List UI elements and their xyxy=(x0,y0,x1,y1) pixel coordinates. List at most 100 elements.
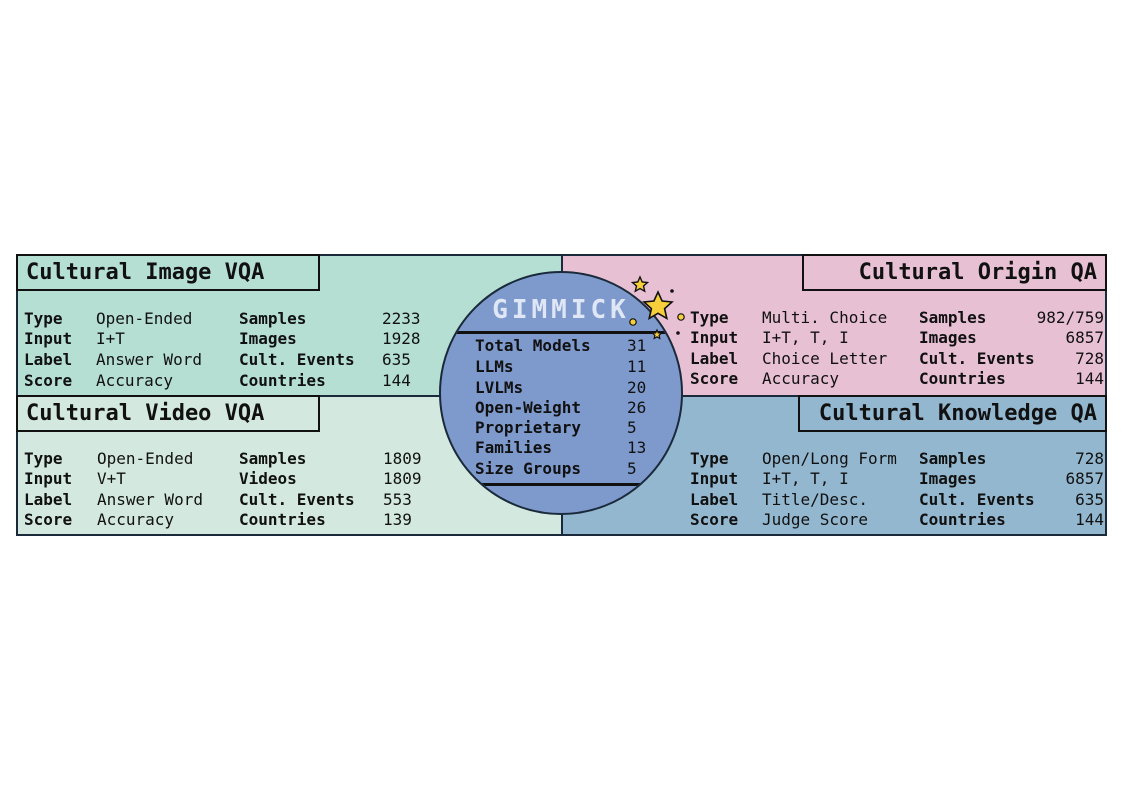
stat-key: Samples xyxy=(239,449,307,468)
stat-key: Score xyxy=(24,371,73,390)
center-row-label: Size Groups xyxy=(475,459,581,478)
origin-qa-title: Cultural Origin QA xyxy=(802,254,1107,291)
stat-value: Title/Desc. xyxy=(762,490,868,509)
stat-value: 1928 xyxy=(382,329,421,348)
stats-row: Input I+T, T, I Images 6857 xyxy=(690,328,1104,348)
stat-key: Countries xyxy=(239,371,326,390)
stat-key: Label xyxy=(24,490,73,509)
stats-row: Label Choice Letter Cult. Events 728 xyxy=(690,349,1104,369)
image-vqa-title: Cultural Image VQA xyxy=(16,254,320,291)
stat-value: 1809 xyxy=(383,469,422,488)
stat-key: Countries xyxy=(919,510,1006,529)
gimmick-overview-figure: Cultural Image VQA Cultural Video VQA Cu… xyxy=(16,254,1107,536)
stat-value: 728 xyxy=(1075,449,1104,468)
stat-value: I+T, T, I xyxy=(762,469,849,488)
stats-row: Score Accuracy Countries 144 xyxy=(690,369,1104,389)
stat-value: I+T xyxy=(96,329,125,348)
stat-value: Accuracy xyxy=(97,510,175,529)
stat-value: 139 xyxy=(383,510,412,529)
stat-value: 2233 xyxy=(382,309,421,328)
stat-value: 144 xyxy=(1075,369,1104,388)
stat-key: Samples xyxy=(919,308,987,327)
stat-value: Open-Ended xyxy=(97,449,194,468)
center-row-value: 31 xyxy=(627,336,647,355)
center-row-label: LVLMs xyxy=(475,378,524,397)
star-icon xyxy=(642,290,674,321)
center-row-label: Open-Weight xyxy=(475,398,581,417)
center-row: Families 13 xyxy=(475,438,655,458)
stat-value: Open-Ended xyxy=(96,309,193,328)
center-row-value: 20 xyxy=(627,378,647,397)
stat-value: 982/759 xyxy=(1036,308,1104,327)
star-icon xyxy=(651,328,663,340)
center-row-value: 13 xyxy=(627,438,647,457)
stat-value: I+T, T, I xyxy=(762,328,849,347)
stat-value: 144 xyxy=(1075,510,1104,529)
video-vqa-stats: Type Open-Ended Samples 1809 Input V+T V… xyxy=(24,449,434,533)
stats-row: Score Judge Score Countries 144 xyxy=(690,510,1104,530)
center-row-value: 11 xyxy=(627,357,647,376)
gimmick-center-circle: GIMMICK Total Models 31 LLMs 11 LVLMs 20… xyxy=(439,271,683,515)
star-icon xyxy=(630,275,650,293)
stat-key: Type xyxy=(24,309,63,328)
stat-key: Images xyxy=(239,329,297,348)
video-vqa-title: Cultural Video VQA xyxy=(16,395,320,432)
center-top-rule xyxy=(441,331,681,334)
stat-value: Multi. Choice xyxy=(762,308,888,327)
stat-value: Judge Score xyxy=(762,510,868,529)
stat-key: Score xyxy=(690,510,739,529)
stat-key: Input xyxy=(24,329,73,348)
stat-key: Score xyxy=(690,369,739,388)
stat-key: Countries xyxy=(239,510,326,529)
stat-key: Label xyxy=(24,350,73,369)
stat-value: 553 xyxy=(383,490,412,509)
knowledge-qa-stats: Type Open/Long Form Samples 728 Input I+… xyxy=(690,449,1104,533)
sparkle-dot-icon xyxy=(677,313,685,321)
stat-key: Input xyxy=(24,469,73,488)
origin-qa-stats: Type Multi. Choice Samples 982/759 Input… xyxy=(690,308,1104,392)
stat-key: Cult. Events xyxy=(919,349,1035,368)
stat-key: Score xyxy=(24,510,73,529)
sparkle-stars-icon xyxy=(629,275,685,340)
center-row: Open-Weight 26 xyxy=(475,398,655,418)
stat-value: 635 xyxy=(382,350,411,369)
stat-key: Cult. Events xyxy=(919,490,1035,509)
stat-value: 728 xyxy=(1075,349,1104,368)
stat-value: Open/Long Form xyxy=(762,449,897,468)
stat-key: Samples xyxy=(919,449,987,468)
stat-key: Samples xyxy=(239,309,307,328)
stats-row: Type Open/Long Form Samples 728 xyxy=(690,449,1104,469)
center-row-value: 5 xyxy=(627,459,637,478)
stat-value: 144 xyxy=(382,371,411,390)
stat-value: 1809 xyxy=(383,449,422,468)
center-row: Size Groups 5 xyxy=(475,459,655,479)
stat-key: Label xyxy=(690,490,739,509)
center-row-label: LLMs xyxy=(475,357,514,376)
gimmick-title: GIMMICK xyxy=(492,295,630,325)
sparkle-dot-icon xyxy=(676,331,680,335)
knowledge-qa-title: Cultural Knowledge QA xyxy=(798,395,1107,432)
stats-row: Input I+T, T, I Images 6857 xyxy=(690,469,1104,489)
stats-row: Label Title/Desc. Cult. Events 635 xyxy=(690,490,1104,510)
stat-key: Input xyxy=(690,328,739,347)
stat-key: Countries xyxy=(919,369,1006,388)
image-vqa-stats: Type Open-Ended Samples 2233 Input I+T I… xyxy=(24,309,434,393)
stat-value: 635 xyxy=(1075,490,1104,509)
stat-key: Cult. Events xyxy=(239,490,355,509)
stat-key: Cult. Events xyxy=(239,350,355,369)
stat-key: Images xyxy=(919,469,977,488)
center-bottom-rule xyxy=(441,483,681,486)
center-row: Proprietary 5 xyxy=(475,418,655,438)
stat-value: Accuracy xyxy=(762,369,840,388)
stat-value: V+T xyxy=(97,469,126,488)
center-row-label: Total Models xyxy=(475,336,591,355)
stat-key: Type xyxy=(690,308,729,327)
center-row-value: 26 xyxy=(627,398,647,417)
stat-value: 6857 xyxy=(1065,328,1104,347)
stat-key: Videos xyxy=(239,469,297,488)
center-row-label: Proprietary xyxy=(475,418,581,437)
sparkle-dot-icon xyxy=(629,318,637,326)
center-row-label: Families xyxy=(475,438,553,457)
center-row-value: 5 xyxy=(627,418,637,437)
stat-key: Images xyxy=(919,328,977,347)
